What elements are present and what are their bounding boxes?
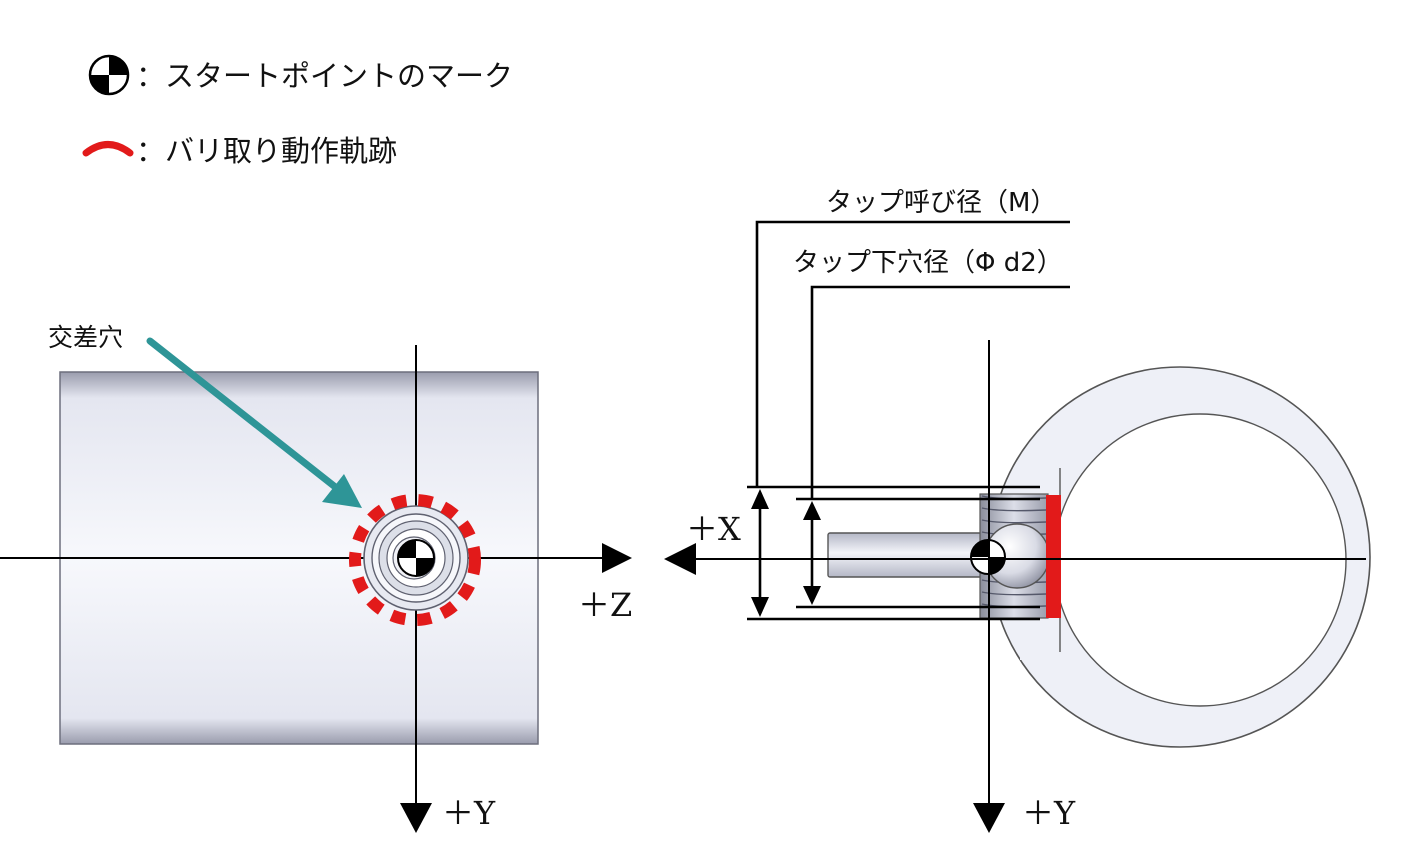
ring-part: [989, 366, 1371, 748]
legend-deburr-path-icon: [82, 141, 134, 157]
right-axis-y: [973, 340, 1005, 833]
deburr-path-bar: [1046, 495, 1061, 618]
dimension-tap-nominal: [747, 220, 1070, 621]
start-point-mark: [397, 539, 435, 577]
dimension-tap-drill-arrows: [803, 501, 821, 605]
right-axis-y-label: ＋Y: [1022, 794, 1076, 832]
legend-start-point-icon: [88, 54, 130, 96]
tap-drill-diameter-label: タップ下穴径（Φ d2）: [793, 248, 1063, 278]
right-axis-x-label: ＋X: [686, 510, 741, 548]
left-axis-z-label: ＋Z: [578, 586, 633, 624]
left-axis-z: [0, 543, 632, 573]
dimension-tap-nominal-arrows: [751, 489, 769, 617]
left-axis-y-label: ＋Y: [442, 794, 496, 832]
legend-deburr-path-label: ：バリ取り動作軌跡: [136, 134, 398, 168]
deburr-path-circle: [349, 494, 481, 626]
right-axis-x: [664, 543, 1366, 575]
tap-nominal-diameter-label: タップ呼び径（M）: [826, 188, 1057, 218]
cross-hole-label: 交差穴: [48, 323, 124, 352]
legend-start-point-label: ：スタートポイントのマーク: [136, 59, 514, 93]
cross-hole-arrow: [146, 337, 362, 508]
tool-shank: [827, 532, 995, 578]
dimension-tap-drill: [796, 285, 1070, 609]
